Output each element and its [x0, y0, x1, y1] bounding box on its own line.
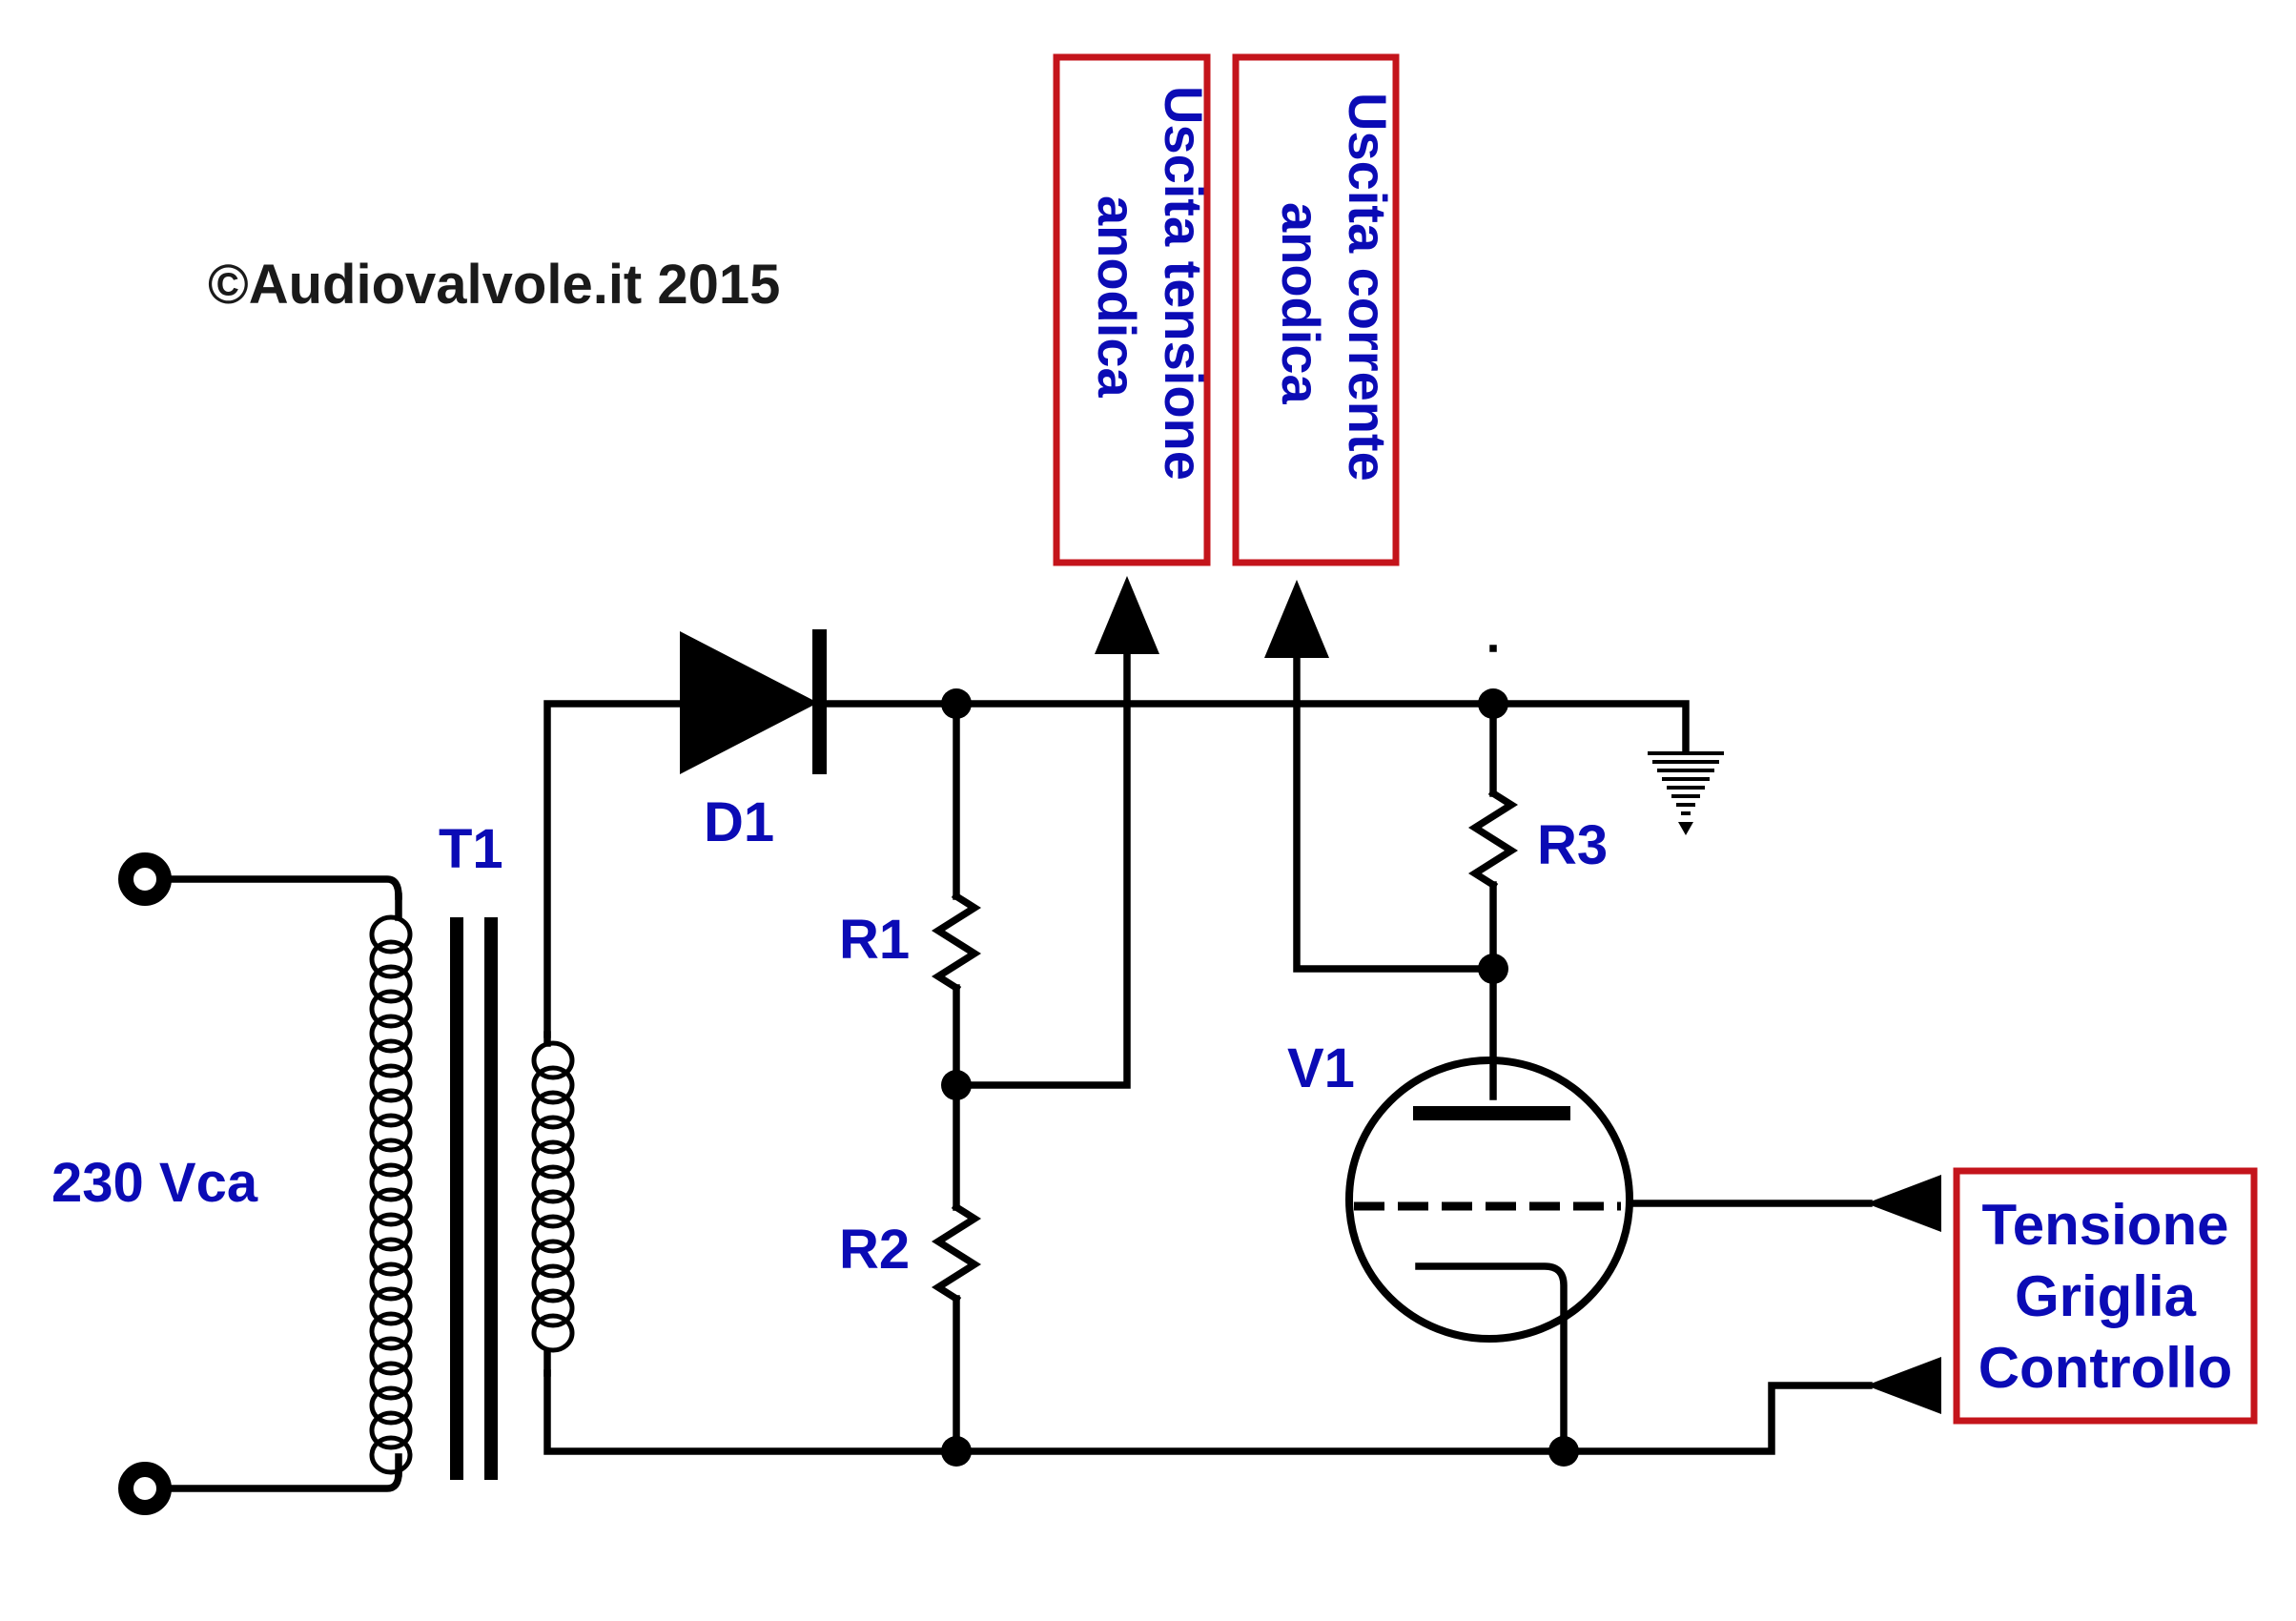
coil-turn — [369, 1361, 413, 1401]
anode-current-box-line-2: anodica — [1271, 202, 1331, 404]
grid-box-line-1: Tensione — [1982, 1193, 2229, 1257]
copyright-text: ©Audiovalvole.it 2015 — [208, 254, 780, 316]
coil-turn — [531, 1313, 575, 1353]
grid-input-arrow — [1866, 1175, 1941, 1232]
resistor-r2 — [931, 1201, 982, 1304]
resistor-r3 — [1467, 788, 1519, 891]
coil-turn — [369, 1187, 413, 1227]
coil-turn — [369, 914, 413, 954]
coil-turn — [369, 1088, 413, 1128]
anode-voltage-box-line-1: Uscita tensione — [1154, 86, 1214, 481]
ground-icon — [1648, 751, 1724, 835]
secondary-coil — [531, 1031, 575, 1377]
anode-voltage-output-box: Uscita tensione anodica — [1053, 53, 1214, 566]
coil-turn — [369, 1162, 413, 1202]
secondary-bottom-lead — [543, 1369, 1873, 1455]
voltage-output-wire — [953, 645, 1131, 1089]
coil-turn — [369, 1237, 413, 1277]
coil-turn — [531, 1139, 575, 1180]
coil-turn — [531, 1115, 575, 1155]
input-voltage-label: 230 Vca — [51, 1152, 258, 1214]
coil-turn — [531, 1263, 575, 1303]
diode-d1 — [680, 629, 827, 774]
junction-dots — [941, 688, 1579, 1467]
coil-turn — [369, 964, 413, 1004]
coil-turn — [369, 1385, 413, 1426]
current-output-arrow — [1264, 580, 1329, 658]
r2-label: R2 — [839, 1219, 910, 1281]
coil-turn — [369, 1410, 413, 1450]
coil-turn — [531, 1164, 575, 1204]
resistor-r1 — [931, 891, 982, 994]
coil-turn — [369, 1063, 413, 1103]
tube-v1 — [1345, 1057, 1633, 1455]
coil-turn — [531, 1090, 575, 1130]
grid-box-line-3: Controllo — [1978, 1336, 2233, 1400]
coil-turn — [531, 1065, 575, 1105]
transformer-label: T1 — [439, 818, 503, 880]
secondary-top-lead — [543, 700, 686, 1038]
coil-turn — [369, 1435, 413, 1475]
anode-current-box-line-1: Uscita corrente — [1338, 92, 1398, 482]
coil-turn — [531, 1189, 575, 1229]
coil-turn — [369, 1286, 413, 1326]
grid-voltage-input-box: Tensione Griglia Controllo — [1953, 1167, 2258, 1425]
transformer-core — [450, 917, 498, 1480]
anode-current-output-box: Uscita corrente anodica — [1232, 53, 1400, 566]
diode-label: D1 — [704, 791, 774, 853]
coil-turn — [369, 1262, 413, 1302]
coil-turn — [369, 1212, 413, 1252]
coil-turn — [369, 1311, 413, 1351]
coil-turn — [531, 1288, 575, 1328]
r1-label: R1 — [839, 909, 910, 971]
coil-turn — [369, 1336, 413, 1376]
coil-turn — [531, 1214, 575, 1254]
r3-label: R3 — [1537, 814, 1608, 876]
coil-turn — [369, 939, 413, 979]
coil-turn — [369, 1138, 413, 1178]
cathode-input-arrow — [1866, 1357, 1941, 1414]
coil-turn — [531, 1040, 575, 1080]
top-rail — [816, 700, 1690, 755]
coil-turn — [369, 1014, 413, 1054]
primary-coil — [369, 893, 413, 1477]
tube-label: V1 — [1287, 1037, 1355, 1099]
coil-turn — [369, 989, 413, 1029]
voltage-output-arrow — [1095, 576, 1159, 654]
anode-voltage-box-line-2: anodica — [1087, 195, 1147, 398]
coil-turn — [531, 1239, 575, 1279]
current-output-wire — [1293, 645, 1497, 973]
grid-box-line-2: Griglia — [2015, 1264, 2197, 1328]
coil-turn — [369, 1038, 413, 1078]
coil-turn — [369, 1113, 413, 1153]
